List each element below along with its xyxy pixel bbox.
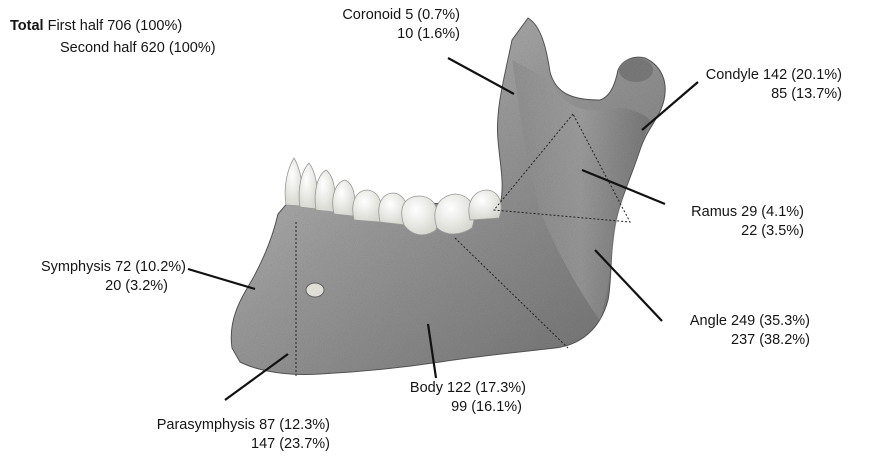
- symphysis-first-half: Symphysis 72 (10.2%): [18, 258, 186, 277]
- body-label: Body 122 (17.3%) 99 (16.1%): [396, 379, 526, 417]
- body-first-half: Body 122 (17.3%): [396, 379, 526, 398]
- coronoid-label: Coronoid 5 (0.7%) 10 (1.6%): [338, 6, 460, 44]
- mental-foramen: [306, 283, 324, 297]
- ramus-label: Ramus 29 (4.1%) 22 (3.5%): [672, 203, 804, 241]
- tooth: [469, 190, 501, 220]
- condyle-second-half: 85 (13.7%): [702, 85, 842, 104]
- total-legend: Total First half 706 (100%): [10, 17, 182, 36]
- parasymphysis-first-half: Parasymphysis 87 (12.3%): [118, 416, 330, 435]
- ramus-first-half: Ramus 29 (4.1%): [672, 203, 804, 222]
- body-second-half: 99 (16.1%): [396, 398, 526, 417]
- total-label: Total: [10, 18, 44, 34]
- total-second-half: Second half 620 (100%): [60, 39, 216, 58]
- tooth: [402, 196, 438, 235]
- tooth: [353, 190, 382, 222]
- condyle-label: Condyle 142 (20.1%) 85 (13.7%): [702, 66, 842, 104]
- angle-label: Angle 249 (35.3%) 237 (38.2%): [660, 312, 810, 350]
- coronoid-first-half: Coronoid 5 (0.7%): [338, 6, 460, 25]
- coronoid-second-half: 10 (1.6%): [338, 25, 460, 44]
- tooth: [315, 170, 335, 212]
- angle-second-half: 237 (38.2%): [660, 331, 810, 350]
- condyle-first-half: Condyle 142 (20.1%): [702, 66, 842, 85]
- symphysis-label: Symphysis 72 (10.2%) 20 (3.2%): [18, 258, 186, 296]
- condyle-head: [619, 58, 653, 82]
- tooth: [435, 194, 474, 234]
- parasymphysis-label: Parasymphysis 87 (12.3%) 147 (23.7%): [118, 416, 330, 454]
- symphysis-leader-line: [188, 269, 255, 289]
- total-first-half: First half 706 (100%): [48, 18, 183, 34]
- ramus-second-half: 22 (3.5%): [672, 222, 804, 241]
- symphysis-second-half: 20 (3.2%): [18, 277, 186, 296]
- tooth: [333, 180, 355, 216]
- parasymphysis-second-half: 147 (23.7%): [118, 435, 330, 454]
- angle-first-half: Angle 249 (35.3%): [660, 312, 810, 331]
